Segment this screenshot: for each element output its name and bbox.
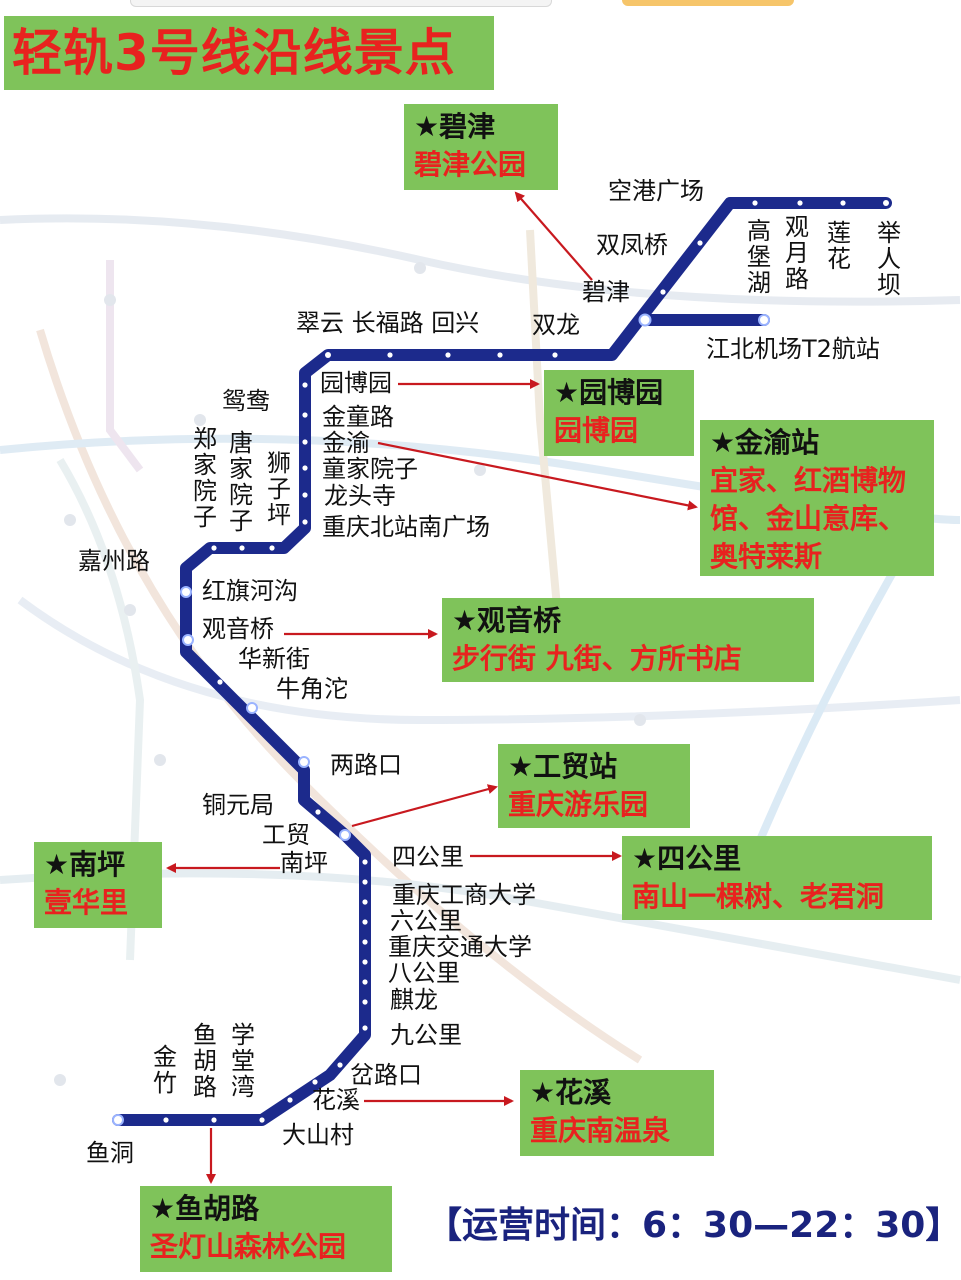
attraction-huaxi: ★花溪 重庆南温泉: [520, 1070, 714, 1156]
station-niu-jiao-tuo: 牛角沱: [276, 675, 348, 703]
attraction-gongmao: ★工贸站 重庆游乐园: [498, 744, 690, 828]
attraction-arrows: [166, 191, 698, 1184]
attraction-desc: 步行街 九街、方所书店: [452, 642, 742, 675]
station-jin-yu: 金渝: [322, 429, 370, 457]
station-bei-zhan: 重庆北站南广场: [322, 513, 490, 541]
attraction-desc: 壹华里: [44, 886, 129, 919]
attraction-title: ★园博园: [554, 376, 664, 409]
station-gao-bao-hu: 高堡湖: [747, 217, 771, 297]
station-guan-yin-qiao: 观音桥: [202, 615, 274, 643]
attraction-title: ★南坪: [44, 848, 126, 881]
station-nan-ping: 南坪: [280, 849, 328, 877]
station-jin-tong-lu: 金童路: [322, 403, 394, 431]
station-jiaotong-daxue: 重庆交通大学: [388, 933, 532, 961]
station-tong-yuan-ju: 铜元局: [202, 791, 274, 819]
arrow-gongmao: [351, 784, 498, 828]
attraction-desc: 碧津公园: [414, 148, 527, 181]
attraction-desc: 重庆南温泉: [530, 1114, 671, 1147]
station-jia-zhou-lu: 嘉州路: [78, 547, 150, 575]
attraction-title: ★金渝站: [710, 426, 820, 459]
attraction-title: ★碧津: [414, 110, 496, 143]
attraction-desc: 园博园: [554, 414, 639, 447]
station-jin-zhu: 金竹: [153, 1043, 177, 1097]
station-liang-lu-kou: 两路口: [330, 751, 402, 779]
attraction-desc: 南山一棵树、老君洞: [632, 880, 885, 913]
station-hua-xi: 花溪: [312, 1086, 360, 1114]
attraction-nanping: ★南坪 壹华里: [34, 842, 162, 928]
station-yu-dong: 鱼洞: [86, 1139, 134, 1167]
station-ju-ren-ba: 举人坝: [877, 219, 901, 299]
station-lian-hua: 莲花: [827, 219, 851, 273]
attraction-guanyinqiao: ★观音桥 步行街 九街、方所书店: [442, 598, 814, 682]
station-qi-long: 麒龙: [390, 986, 438, 1014]
station-t2: 江北机场T2航站: [706, 335, 880, 363]
station-yu-hu-lu: 鱼胡路: [193, 1021, 217, 1101]
station-kong-gang: 空港广场: [608, 177, 704, 205]
attraction-title: ★观音桥: [452, 604, 562, 637]
attraction-title: ★四公里: [632, 842, 742, 875]
line-3: [112, 197, 892, 1126]
station-shuang-long: 双龙: [532, 311, 580, 339]
station-guan-yue-lu: 观月路: [785, 213, 809, 293]
attraction-jinyu: ★金渝站 宜家、红酒博物馆、金山意库、奥特莱斯: [700, 420, 934, 576]
station-hong-qi-he-gou: 红旗河沟: [202, 577, 298, 605]
arrow-bijin: [514, 191, 593, 281]
attraction-yuhulu: ★鱼胡路 圣灯山森林公园: [140, 1186, 392, 1272]
attraction-title: ★花溪: [530, 1076, 612, 1109]
attraction-bijin: ★碧津 碧津公园: [404, 104, 558, 190]
station-ba-gong-li: 八公里: [388, 959, 460, 987]
station-hua-xin-jie: 华新街: [238, 645, 310, 673]
arrow-jinyu: [377, 441, 698, 511]
station-si-gong-li: 四公里: [392, 843, 464, 871]
page-title: 轻轨3号线沿线景点: [12, 24, 456, 82]
attraction-sigongli: ★四公里 南山一棵树、老君洞: [622, 836, 932, 920]
attraction-desc: 重庆游乐园: [508, 788, 649, 821]
station-xue-tang-wan: 学堂湾: [231, 1021, 255, 1101]
station-dots: [112, 200, 889, 1126]
attraction-yuanboyuan: ★园博园 园博园: [544, 370, 694, 456]
station-liu-gong-li: 六公里: [390, 907, 462, 935]
station-cha-lu-kou: 岔路口: [350, 1061, 422, 1089]
operating-hours: 【运营时间：6：30—22：30】: [426, 1205, 961, 1246]
station-gong-mao: 工贸: [262, 821, 310, 849]
station-yuan-bo-yuan: 园博园: [320, 369, 392, 397]
station-row-top: 翠云 长福路 回兴: [296, 309, 480, 337]
attraction-title: ★鱼胡路: [150, 1192, 260, 1225]
station-bi-jin: 碧津: [582, 278, 630, 306]
station-shuang-feng: 双凤桥: [596, 231, 668, 259]
station-zheng-jia-yuan-zi: 郑家院子: [193, 425, 217, 531]
station-yuan-yang: 鸳鸯: [222, 387, 270, 415]
top-action-button[interactable]: [622, 0, 794, 6]
attraction-desc: 圣灯山森林公园: [150, 1230, 347, 1263]
station-shi-zi-ping: 狮子坪: [267, 449, 291, 529]
station-long-tou-si: 龙头寺: [324, 482, 396, 510]
attraction-desc: 宜家、红酒博物馆、金山意库、奥特莱斯: [710, 464, 907, 573]
station-gongshang-daxue: 重庆工商大学: [392, 881, 536, 909]
title-banner: 轻轨3号线沿线景点: [4, 16, 494, 90]
attraction-title: ★工贸站: [508, 750, 618, 783]
station-jiu-gong-li: 九公里: [390, 1021, 462, 1049]
station-da-shan-cun: 大山村: [282, 1121, 354, 1149]
station-tang-jia-yuan-zi: 唐家院子: [229, 429, 253, 535]
station-tong-jia-yuan-zi: 童家院子: [322, 455, 418, 483]
